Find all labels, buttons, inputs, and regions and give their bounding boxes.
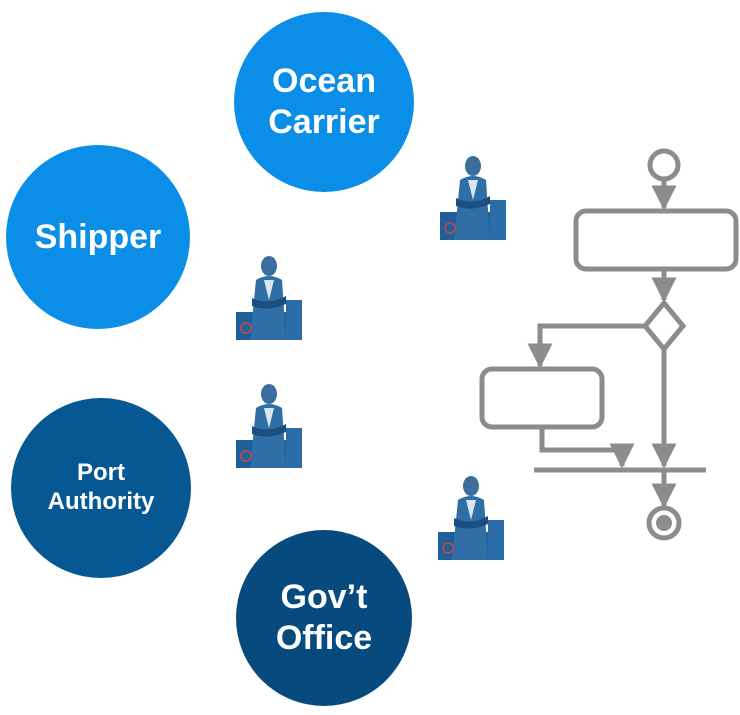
govt-office-label-line2: Office <box>275 619 373 657</box>
decision-diamond <box>641 299 687 353</box>
govt-office-node: Gov’t Office <box>236 530 412 706</box>
port-authority-node: Port Authority <box>11 398 191 578</box>
activity-diagram-icon <box>470 140 740 560</box>
action-box-top <box>573 208 739 272</box>
end-node-ring <box>646 505 682 541</box>
end-node-core <box>656 515 672 531</box>
shipper-label: Shipper <box>34 217 162 256</box>
port-authority-label-line1: Port <box>77 459 125 487</box>
govt-office-label-line1: Gov’t <box>280 578 368 617</box>
ocean-carrier-label-line2: Carrier <box>268 103 380 141</box>
port-authority-label-line2: Authority <box>47 488 155 515</box>
flow-arrow <box>527 323 645 369</box>
ocean-carrier-node: Ocean Carrier <box>234 12 414 192</box>
ocean-carrier-label-line1: Ocean <box>272 62 376 101</box>
businessman-icon <box>438 470 504 560</box>
start-node <box>647 148 681 182</box>
businessman-icon <box>440 150 506 240</box>
businessman-icon <box>236 378 302 468</box>
action-box-left <box>479 366 605 430</box>
businessman-icon <box>236 250 302 340</box>
shipper-node: Shipper <box>6 145 190 329</box>
flow-arrow <box>539 427 635 469</box>
